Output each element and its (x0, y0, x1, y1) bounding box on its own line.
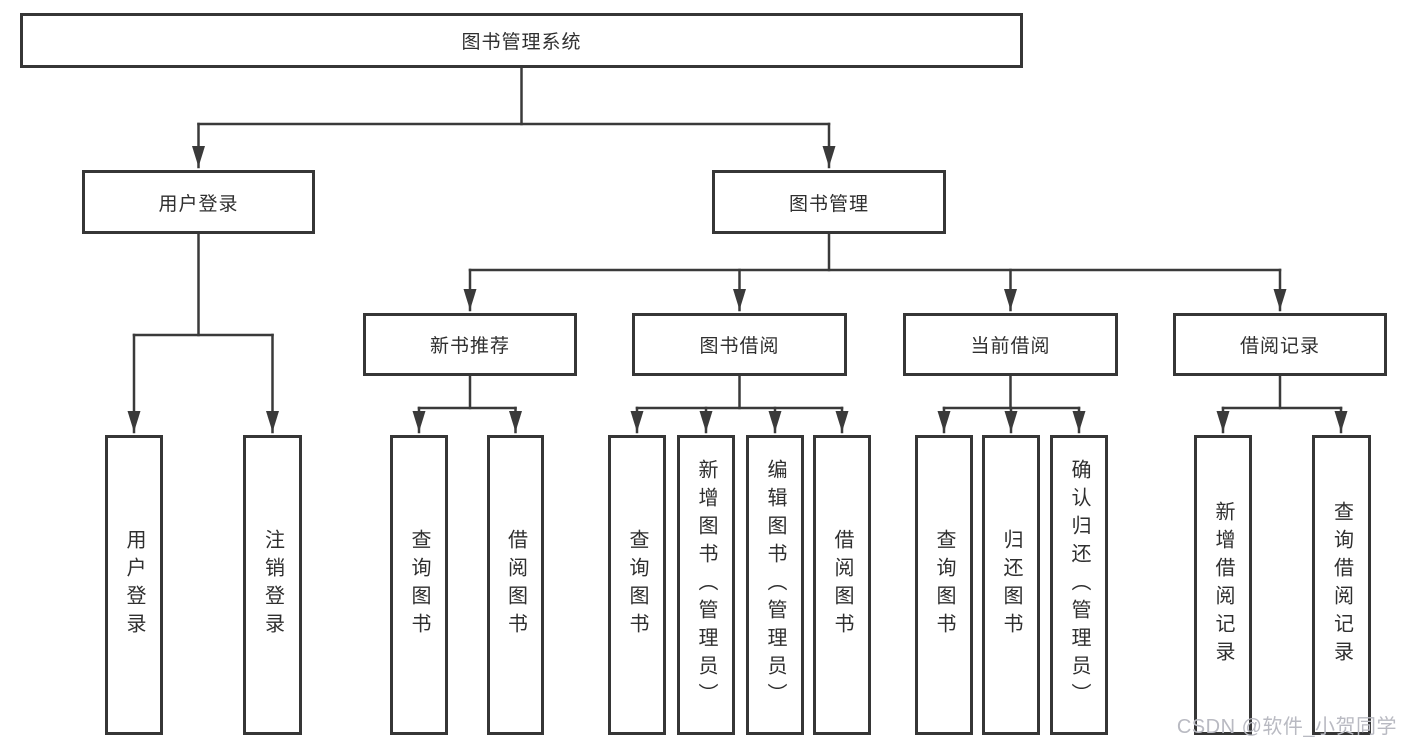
node-label: 当前借阅 (970, 336, 1051, 357)
csdn-watermark: CSDN @软件_小贺同学 (1176, 716, 1397, 738)
node-borrowing-records: 借阅记录 (1173, 313, 1387, 376)
leaf-label: 新增借阅记录 (1212, 501, 1234, 669)
leaf-label: 查询借阅记录 (1330, 501, 1353, 669)
node-label: 用户登录 (158, 193, 239, 215)
leaf-edit-book-admin: 编辑图书（管理员） (746, 435, 804, 735)
leaf-add-book-admin: 新增图书（管理员） (677, 435, 735, 735)
node-label: 借阅记录 (1239, 336, 1320, 357)
leaf-label: 查询图书 (933, 529, 955, 641)
node-label: 新书推荐 (429, 336, 510, 357)
node-new-book-recommendation: 新书推荐 (363, 313, 577, 376)
leaf-borrow-books: 借阅图书 (813, 435, 871, 735)
leaf-label: 查询图书 (626, 529, 648, 641)
node-user-login: 用户登录 (82, 170, 315, 234)
leaf-label: 查询图书 (408, 529, 430, 641)
leaf-borrow-books-recommendation: 借阅图书 (487, 435, 544, 735)
leaf-label: 确认归还（管理员） (1068, 459, 1090, 711)
node-label: 图书借阅 (699, 336, 780, 357)
leaf-query-books-recommendation: 查询图书 (390, 435, 448, 735)
leaf-label: 用户登录 (123, 529, 145, 641)
leaf-label: 归还图书 (1000, 529, 1022, 641)
leaf-label: 借阅图书 (504, 529, 527, 641)
leaf-logout: 注销登录 (243, 435, 302, 735)
node-book-borrowing: 图书借阅 (632, 313, 847, 376)
leaf-label: 新增图书（管理员） (695, 459, 717, 711)
leaf-label: 编辑图书（管理员） (764, 459, 786, 711)
node-label: 图书管理系统 (461, 32, 582, 53)
leaf-return-book: 归还图书 (982, 435, 1040, 735)
leaf-query-borrow-record: 查询借阅记录 (1312, 435, 1371, 735)
leaf-user-login: 用户登录 (105, 435, 163, 735)
node-book-management: 图书管理 (712, 170, 946, 234)
leaf-add-borrow-record: 新增借阅记录 (1194, 435, 1252, 735)
leaf-label: 借阅图书 (831, 529, 853, 641)
node-library-management-system: 图书管理系统 (20, 13, 1023, 68)
leaf-label: 注销登录 (261, 529, 284, 641)
leaf-query-books-current: 查询图书 (915, 435, 973, 735)
leaf-query-books-borrowing: 查询图书 (608, 435, 666, 735)
leaf-confirm-return-admin: 确认归还（管理员） (1050, 435, 1108, 735)
node-current-borrowing: 当前借阅 (903, 313, 1118, 376)
node-label: 图书管理 (788, 193, 869, 215)
